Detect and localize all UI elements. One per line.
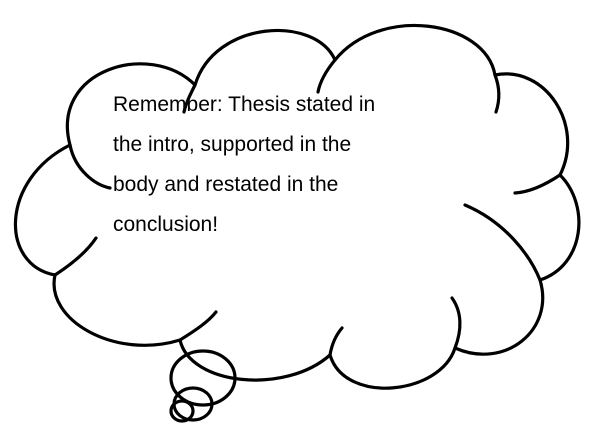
thought-text-line-4: conclusion! <box>113 213 219 236</box>
cloud-crease-bottom-left <box>178 310 218 342</box>
cloud-crease-bottom-right <box>450 296 462 350</box>
cloud-crease-right <box>513 173 562 195</box>
cloud-crease-top-mid <box>316 58 337 94</box>
thought-cloud-text: Remember: Thesis stated in the intro, su… <box>113 85 453 245</box>
cloud-crease-top-left <box>182 83 197 114</box>
cloud-crease-top-right <box>493 73 501 114</box>
cloud-crease-right-lower <box>463 203 542 282</box>
thought-text-line-3: body and restated in the <box>113 173 339 196</box>
cloud-crease-left-upper <box>68 143 112 190</box>
cloud-crease-bottom-mid <box>328 326 344 357</box>
thought-text-line-1: Remember: Thesis stated in <box>113 93 376 116</box>
thought-bubble-small <box>169 399 195 423</box>
thought-text-line-2: the intro, supported in the <box>113 133 352 156</box>
thought-bubble-large <box>169 349 237 407</box>
cloud-crease-left-lower <box>53 236 98 277</box>
